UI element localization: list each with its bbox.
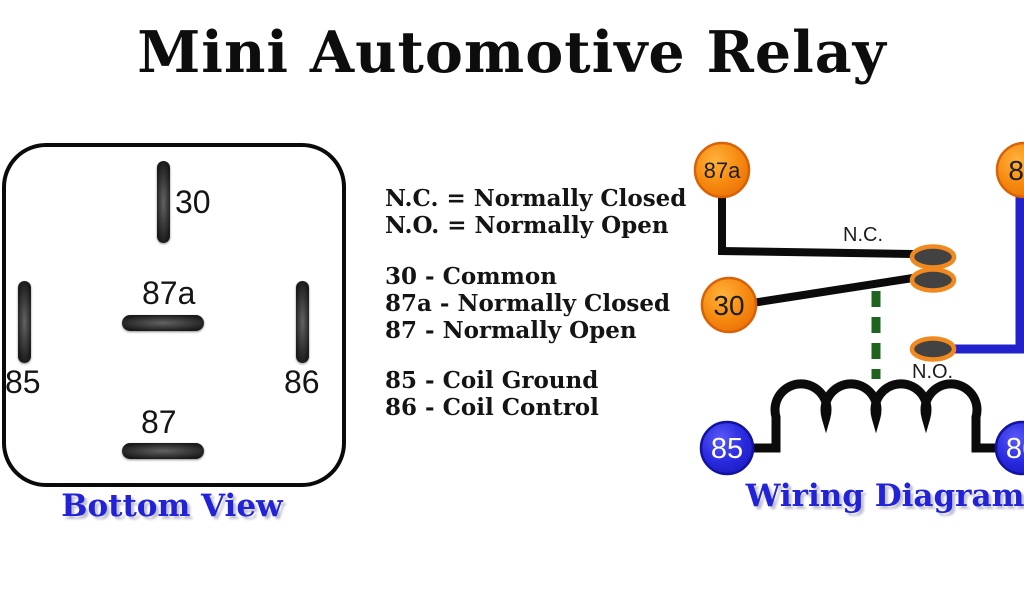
wiring-diagram: 87a 30 87 85 86 N.C. N.O.	[693, 141, 1024, 476]
wire-30-to-contact	[751, 274, 914, 307]
node-87	[995, 141, 1024, 199]
legend-line-87: 87 - Normally Open	[385, 317, 637, 344]
wire-87a-to-nc-contact	[718, 196, 914, 258]
page-title: Mini Automotive Relay	[137, 19, 887, 86]
bottom-view-caption: Bottom View	[61, 488, 283, 524]
legend-abbreviations: N.C. = Normally Closed N.O. = Normally O…	[385, 185, 686, 239]
node-85	[699, 420, 755, 476]
pin-slot-87	[122, 443, 204, 459]
legend-coil-functions: 85 - Coil Ground 86 - Coil Control	[385, 367, 599, 421]
pin-label-30: 30	[175, 184, 211, 220]
node-label-86: 86	[1006, 433, 1024, 465]
pin-slot-87a	[122, 315, 204, 331]
pin-label-87: 87	[141, 404, 177, 440]
coil-symbol	[752, 379, 999, 453]
legend-line-85: 85 - Coil Ground	[385, 367, 599, 394]
nc-label: N.C.	[843, 224, 883, 246]
pin-slot-30	[157, 161, 170, 243]
legend-line-30: 30 - Common	[385, 263, 557, 290]
legend-pin-functions: 30 - Common 87a - Normally Closed 87 - N…	[385, 263, 670, 344]
pin-slot-85	[18, 281, 31, 363]
pin-label-85: 85	[5, 364, 41, 400]
legend-line-nc: N.C. = Normally Closed	[385, 185, 687, 212]
node-86	[994, 420, 1024, 476]
pin-label-86: 86	[284, 364, 320, 400]
no-label: N.O.	[912, 361, 953, 383]
node-87a	[693, 141, 751, 199]
legend-line-87a: 87a - Normally Closed	[385, 290, 671, 317]
pin-slot-86	[296, 281, 309, 363]
node-label-87: 87	[1008, 155, 1024, 186]
legend-line-86: 86 - Coil Control	[385, 394, 599, 421]
pin-label-87a: 87a	[142, 275, 196, 311]
node-label-87a: 87a	[704, 158, 741, 183]
legend-line-no: N.O. = Normally Open	[385, 212, 669, 239]
node-30	[700, 276, 758, 334]
no-contact	[909, 336, 957, 362]
nc-contact-lower	[909, 267, 957, 293]
wiring-diagram-caption: Wiring Diagram	[745, 478, 1024, 514]
node-label-30: 30	[713, 290, 744, 321]
node-label-85: 85	[711, 433, 743, 465]
nc-contact-upper	[909, 244, 957, 270]
